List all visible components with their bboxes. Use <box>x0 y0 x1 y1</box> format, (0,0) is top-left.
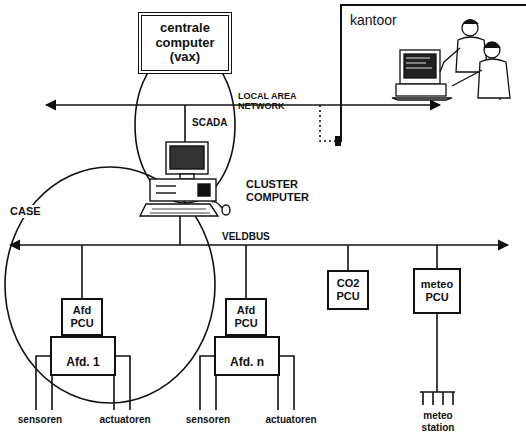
bus-label: LOCAL AREA NETWORK <box>238 91 338 112</box>
field-bus <box>10 244 508 246</box>
node-text: meteo PCU <box>417 278 457 303</box>
io-label: actuatoren <box>88 414 162 426</box>
cluster-bus-wire <box>179 216 181 245</box>
pcu-box: CO2 PCU <box>327 270 369 310</box>
node-text: Afd. n <box>230 356 264 370</box>
department-box: Afd. n <box>214 336 280 376</box>
node-text: Afd PCU <box>229 304 263 329</box>
node-text: centrale computer (vax) <box>144 21 226 66</box>
office-room: kantoor <box>340 4 526 142</box>
pcu-box: meteo PCU <box>413 268 461 314</box>
pcu-wire <box>81 245 83 298</box>
pcu-box: Afd PCU <box>225 298 267 336</box>
node-text: CO2 PCU <box>331 277 365 302</box>
computer-label: CLUSTER COMPUTER <box>246 178 326 203</box>
io-label: sensoren <box>8 414 72 426</box>
pcu-wire <box>245 245 247 298</box>
io-label: actuatoren <box>254 414 328 426</box>
node-text: Afd. 1 <box>66 356 99 370</box>
system-label: SCADA <box>192 117 228 129</box>
pcu-wire <box>347 245 349 270</box>
bus-label: VELDBUS <box>222 231 292 243</box>
office-illustration <box>392 20 510 100</box>
node-text: kantoor <box>350 12 397 28</box>
department-box: Afd. 1 <box>50 336 116 376</box>
system-label: CASE <box>10 205 50 218</box>
computer-box: centrale computer (vax) <box>138 12 232 74</box>
cluster-lan-wire <box>184 105 186 142</box>
cluster-computer-icon <box>140 142 230 216</box>
pcu-box: Afd PCU <box>61 298 103 336</box>
station-label: meteo station <box>410 410 466 433</box>
node-text: Afd PCU <box>65 304 99 329</box>
meteo-station-symbol <box>420 314 455 405</box>
office-link <box>320 105 336 141</box>
pcu-wire <box>436 245 438 268</box>
io-label: sensoren <box>176 414 240 426</box>
